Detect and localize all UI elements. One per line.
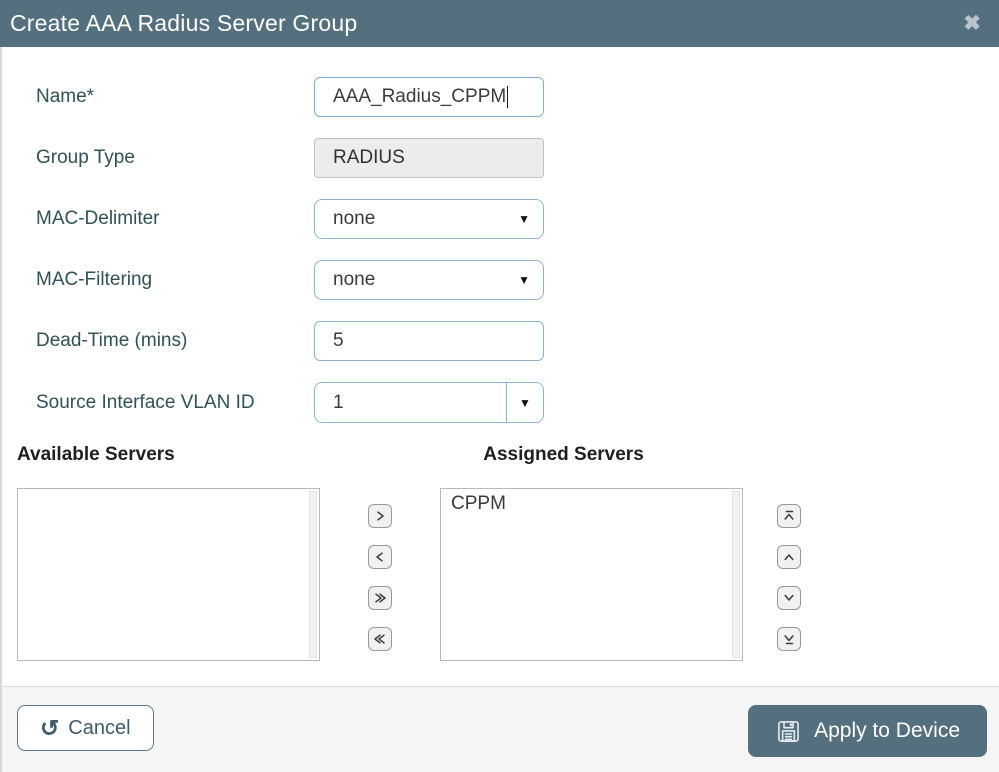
move-left-button[interactable]: [368, 545, 392, 569]
text-cursor: [507, 86, 509, 108]
name-row: Name* AAA_Radius_CPPM: [2, 77, 999, 117]
undo-icon: ↺: [40, 714, 60, 741]
dialog-title: Create AAA Radius Server Group: [10, 10, 358, 36]
name-input[interactable]: AAA_Radius_CPPM: [314, 77, 544, 117]
mac-filtering-row: MAC-Filtering none ▼: [2, 260, 999, 300]
chevron-up-bar-icon: [784, 510, 794, 520]
apply-button-label: Apply to Device: [814, 719, 960, 742]
chevron-left-icon: [376, 552, 383, 562]
cancel-button-label: Cancel: [68, 716, 131, 739]
chevron-down-icon: ▼: [519, 395, 531, 410]
mac-delimiter-select[interactable]: none ▼: [314, 199, 544, 239]
source-vlan-combobox[interactable]: 1 ▼: [314, 382, 544, 423]
mac-delimiter-row: MAC-Delimiter none ▼: [2, 199, 999, 239]
mac-filtering-label: MAC-Filtering: [36, 269, 153, 290]
move-up-button[interactable]: [777, 545, 801, 569]
name-label: Name*: [36, 86, 95, 107]
group-type-input: RADIUS: [314, 138, 544, 178]
chevron-up-icon: [784, 554, 794, 561]
chevron-right-icon: [377, 511, 384, 521]
available-servers-listbox[interactable]: [17, 488, 320, 661]
apply-to-device-button[interactable]: Apply to Device: [748, 705, 987, 757]
scrollbar-track[interactable]: [309, 491, 317, 658]
mac-filtering-select[interactable]: none ▼: [314, 260, 544, 300]
source-vlan-dropdown-button[interactable]: ▼: [506, 383, 543, 422]
move-to-top-button[interactable]: [777, 504, 801, 528]
list-item[interactable]: CPPM: [451, 493, 506, 514]
assigned-servers-listbox[interactable]: CPPM: [440, 488, 743, 661]
move-right-button[interactable]: [368, 504, 392, 528]
close-icon[interactable]: ✖: [963, 12, 981, 35]
transfer-buttons: [320, 488, 440, 651]
chevron-down-icon: ▼: [518, 212, 530, 226]
group-type-label: Group Type: [36, 147, 135, 168]
source-vlan-row: Source Interface VLAN ID 1 ▼: [2, 382, 999, 423]
dead-time-row: Dead-Time (mins) 5: [2, 321, 999, 361]
dialog-footer: ↺ Cancel Apply to Device: [0, 686, 999, 772]
dialog-header: Create AAA Radius Server Group ✖: [0, 0, 999, 47]
chevron-down-bar-icon: [784, 635, 794, 645]
move-all-left-button[interactable]: [368, 627, 392, 651]
move-all-right-button[interactable]: [368, 586, 392, 610]
scrollbar-track[interactable]: [732, 491, 740, 658]
double-chevron-right-icon: [375, 593, 386, 603]
dead-time-value: 5: [333, 330, 344, 351]
source-vlan-label: Source Interface VLAN ID: [36, 391, 255, 413]
group-type-value: RADIUS: [333, 147, 405, 168]
chevron-down-icon: ▼: [518, 273, 530, 287]
group-type-row: Group Type RADIUS: [2, 138, 999, 178]
double-chevron-left-icon: [374, 634, 385, 644]
dialog-body: Name* AAA_Radius_CPPM Group Type RADIUS …: [0, 47, 999, 686]
dead-time-input[interactable]: 5: [314, 321, 544, 361]
mac-delimiter-value: none: [333, 208, 376, 229]
reorder-buttons: [777, 488, 801, 651]
move-down-button[interactable]: [777, 586, 801, 610]
move-to-bottom-button[interactable]: [777, 627, 801, 651]
chevron-down-icon: [784, 594, 794, 601]
name-input-value: AAA_Radius_CPPM: [333, 86, 507, 107]
mac-filtering-value: none: [333, 269, 376, 290]
servers-headings: Available Servers Assigned Servers: [2, 444, 999, 466]
cancel-button[interactable]: ↺ Cancel: [17, 705, 154, 751]
available-servers-heading: Available Servers: [17, 444, 175, 465]
servers-row: CPPM: [2, 488, 999, 661]
assigned-servers-heading: Assigned Servers: [483, 444, 644, 465]
dead-time-label: Dead-Time (mins): [36, 330, 188, 351]
source-vlan-value[interactable]: 1: [333, 391, 344, 413]
mac-delimiter-label: MAC-Delimiter: [36, 208, 160, 229]
save-icon: [778, 720, 799, 742]
